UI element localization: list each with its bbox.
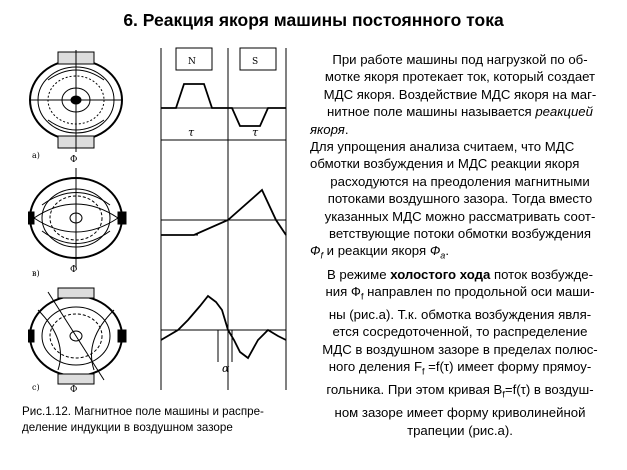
p3-line-6: ного деления Ff =f(τ) имеет форму прямоу… xyxy=(310,358,610,381)
p3-line-4: ется сосредоточенной, то распределение xyxy=(332,324,588,340)
p3-line-7-sub: f xyxy=(502,389,505,400)
phi-a-sub: a xyxy=(440,251,446,262)
p1-line-1: При работе машины под нагрузкой по об- xyxy=(332,52,588,67)
p3-line-2: ния Фf направлен по продольной оси маши- xyxy=(310,283,610,306)
p3-line-6-sub: f xyxy=(422,366,425,377)
p2-line-6: ветствующие потоки обмотки возбуждения xyxy=(328,226,592,242)
term-armature: якоря xyxy=(310,121,345,137)
p2-line-7-dot: . xyxy=(445,243,449,259)
p2-line-4: потоками воздушного зазора. Тогда вместо xyxy=(327,191,593,207)
tau-label-2: τ xyxy=(252,126,259,139)
p3-line-1-a: В режиме xyxy=(326,266,391,282)
p1-line-2: мотке якоря протекает ток, который созда… xyxy=(324,69,596,85)
pole-n-label: N xyxy=(188,57,196,67)
phi-label-a: Φ xyxy=(70,155,77,165)
figure-label-b: в) xyxy=(32,269,40,278)
phi-f-sub: f xyxy=(320,251,323,262)
explanation-text: При работе машины под нагрузкой по об- м… xyxy=(310,51,610,439)
phi-f: Ф xyxy=(310,243,321,259)
p3-line-2-b: направлен по продольной оси маши- xyxy=(363,283,595,299)
phi-label-b: Φ xyxy=(70,265,77,275)
phi-label-c: Φ xyxy=(70,385,77,395)
tau-label-1: τ xyxy=(188,126,195,139)
term-idle-mode: холостого хода xyxy=(390,266,491,282)
p1-line-3: МДС якоря. Воздействие МДС якоря на маг- xyxy=(323,86,597,102)
p1-line-4: нитное поле машины называется реакцией xyxy=(310,103,610,120)
p3-line-5: МДС в воздушном зазоре в пределах полюс- xyxy=(322,341,598,357)
pole-s-label: S xyxy=(252,57,258,67)
figure-caption: Рис.1.12. Магнитное поле машины и распре… xyxy=(22,404,302,436)
term-reaction: реакцией xyxy=(535,104,593,120)
p3-line-2-a: ния Ф xyxy=(325,283,361,299)
p2-line-2: обмотки возбуждения и МДС реакции якоря xyxy=(310,156,580,172)
p1-line-5-dot: . xyxy=(344,121,349,137)
p3-line-7-b: =f(τ) в воздуш- xyxy=(504,382,594,398)
p3-line-7-a: гольника. При этом кривая B xyxy=(326,382,503,398)
caption-line-2: деление индукции в воздушном зазоре xyxy=(22,421,233,434)
machine-diagram-b xyxy=(28,168,127,268)
phi-a: Ф xyxy=(429,243,441,259)
figure-label-a: а) xyxy=(32,151,40,160)
p2-line-3: расходуются на преодоления магнитными xyxy=(330,173,590,189)
p3-line-3: ны (рис.а). Т.к. обмотка возбуждения явл… xyxy=(328,306,592,322)
p3-line-6-a: ного деления F xyxy=(328,359,422,375)
figure-label-c: с) xyxy=(32,383,40,392)
machine-diagram-a xyxy=(29,50,123,152)
machine-diagram-c xyxy=(28,287,127,385)
p2-line-1: Для упрощения анализа считаем, что МДС xyxy=(310,139,575,155)
p1-line-5: якоря. xyxy=(310,121,610,138)
p3-line-9: трапеции (рис.а). xyxy=(407,422,513,438)
page-title: 6. Реакция якоря машины постоянного тока xyxy=(123,10,504,30)
p3-line-1-c: поток возбужде- xyxy=(490,266,594,282)
caption-line-1: Рис.1.12. Магнитное поле машины и распре… xyxy=(22,405,264,418)
p1-line-4-a: нитное поле машины называется xyxy=(327,104,536,120)
p3-line-2-sub: f xyxy=(360,291,364,302)
p2-line-5: указанных МДС можно рассматривать соот- xyxy=(324,208,596,224)
p2-line-7-b: и реакции якоря xyxy=(323,243,430,259)
machine-field-figure: N S τ τ α а) Φ в) Φ с) Φ xyxy=(28,47,287,395)
p2-line-7: Фf и реакции якоря Фa. xyxy=(310,242,610,265)
p3-line-1: В режиме холостого хода поток возбужде- xyxy=(310,266,610,283)
p3-line-6-b: =f(τ) имеет форму прямоу- xyxy=(424,359,592,375)
p3-line-8: ном зазоре имеет форму криволинейной xyxy=(334,405,586,421)
alpha-label: α xyxy=(222,362,230,375)
p3-line-7: гольника. При этом кривая Bf=f(τ) в возд… xyxy=(310,381,610,404)
